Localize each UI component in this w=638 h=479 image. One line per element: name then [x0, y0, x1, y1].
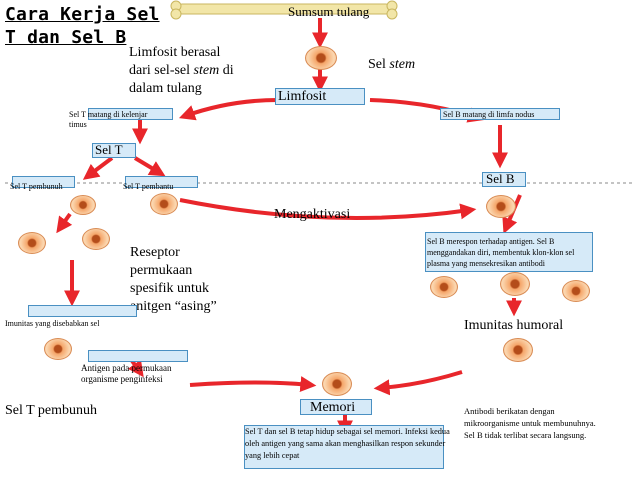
sel-t-pembantu-box: [125, 176, 198, 188]
label-sel-t-matang-1: Sel T matang di kelenjar: [69, 110, 148, 119]
arrow-to-memori-right: [373, 370, 463, 396]
sel-b-matang-box: [440, 108, 560, 120]
label-antigen-1: Antigen pada permukaan: [81, 363, 172, 373]
arrow-to-memori-left: [189, 376, 317, 393]
plasma-cell-2: [500, 272, 530, 296]
sel-t-b-tetap-box: [244, 425, 444, 469]
label-sel-b-merespon: Sel B merespon terhadap antigen. Sel B m…: [427, 237, 575, 268]
bone-icon: [170, 0, 398, 20]
sel-t-pembunuh-box: [12, 176, 75, 188]
humoral-cell: [503, 338, 533, 362]
sel-t-box: [92, 143, 136, 158]
label-sel-t-b-tetap: Sel T dan sel B tetap hidup sebagai sel …: [245, 427, 450, 460]
reseptor-line-2: permukaan: [130, 263, 193, 278]
sel-t-pembunuh-cell: [70, 195, 96, 215]
label-sumsum-tulang: Sumsum tulang: [288, 4, 370, 19]
label-mengaktivasi: Mengaktivasi: [274, 207, 351, 222]
sel-t-pembantu-cell: [150, 193, 178, 215]
label-memori: Memori: [310, 400, 356, 415]
arrow-pembunuh-down: [56, 212, 73, 234]
label-sel-t-pembunuh-big: Sel T pembunuh: [5, 403, 98, 418]
label-sel-stem: Sel stem: [368, 57, 416, 72]
infected-cell: [44, 338, 72, 360]
label-antigen-2: organisme penginfeksi: [81, 374, 163, 384]
antigen-box: [88, 350, 188, 362]
stem-cell: [305, 46, 337, 70]
limfosit-berasal-line-3: dalam tulang: [129, 81, 202, 96]
label-sel-t: Sel T: [95, 142, 123, 157]
label-sel-b: Sel B: [486, 171, 515, 186]
limfosit-berasal-text: Limfosit berasal dari sel-sel stem di da…: [129, 44, 234, 98]
limfosit-berasal-line-2: dari sel-sel stem di: [129, 63, 234, 78]
reseptor-line-3: spesifik untuk: [130, 281, 209, 296]
label-antibodi: Antibodi berikatan dengan mikroorganisme…: [464, 406, 596, 440]
plasma-cell-3: [562, 280, 590, 302]
arrow-to-sel-t: [178, 98, 279, 121]
label-imunitas-sel: Imunitas yang disebabkan sel: [5, 319, 100, 328]
memory-cell: [322, 372, 352, 396]
limfosit-box: [275, 88, 365, 105]
arrow-mengaktivasi: [179, 198, 477, 220]
arrow-to-pembantu: [133, 156, 166, 177]
reseptor-text: Reseptor permukaan spesifik untuk anitge…: [130, 244, 217, 316]
sel-t-reseptor-cell-1: [18, 232, 46, 254]
label-sel-b-matang: Sel B matang di limfa nodus: [443, 110, 535, 119]
label-imunitas-humoral: Imunitas humoral: [464, 318, 564, 333]
limfosit-berasal-line-1: Limfosit berasal: [129, 45, 221, 60]
plasma-cell-1: [430, 276, 458, 298]
reseptor-line-1: Reseptor: [130, 245, 180, 260]
title-line-2: T dan Sel B: [5, 27, 127, 48]
reseptor-line-4: anitgen “asing”: [130, 299, 217, 314]
label-sel-t-matang-2: timus: [69, 120, 87, 129]
label-sel-t-pembunuh-small: Sel T pembunuh: [10, 182, 63, 191]
sel-t-matang-box: [88, 108, 173, 120]
sel-t-reseptor-cell-2: [82, 228, 110, 250]
sel-b-box: [482, 172, 526, 187]
title-line-1: Cara Kerja Sel: [5, 4, 160, 25]
label-sel-t-pembantu: Sel T pembantu: [123, 182, 174, 191]
arrow-to-pembunuh: [82, 156, 114, 180]
memori-box: [300, 399, 372, 415]
sel-b-cell: [486, 195, 516, 218]
sel-b-merespon-box: [425, 232, 593, 272]
imunitas-sel-box: [28, 305, 137, 317]
label-limfosit: Limfosit: [278, 89, 327, 104]
